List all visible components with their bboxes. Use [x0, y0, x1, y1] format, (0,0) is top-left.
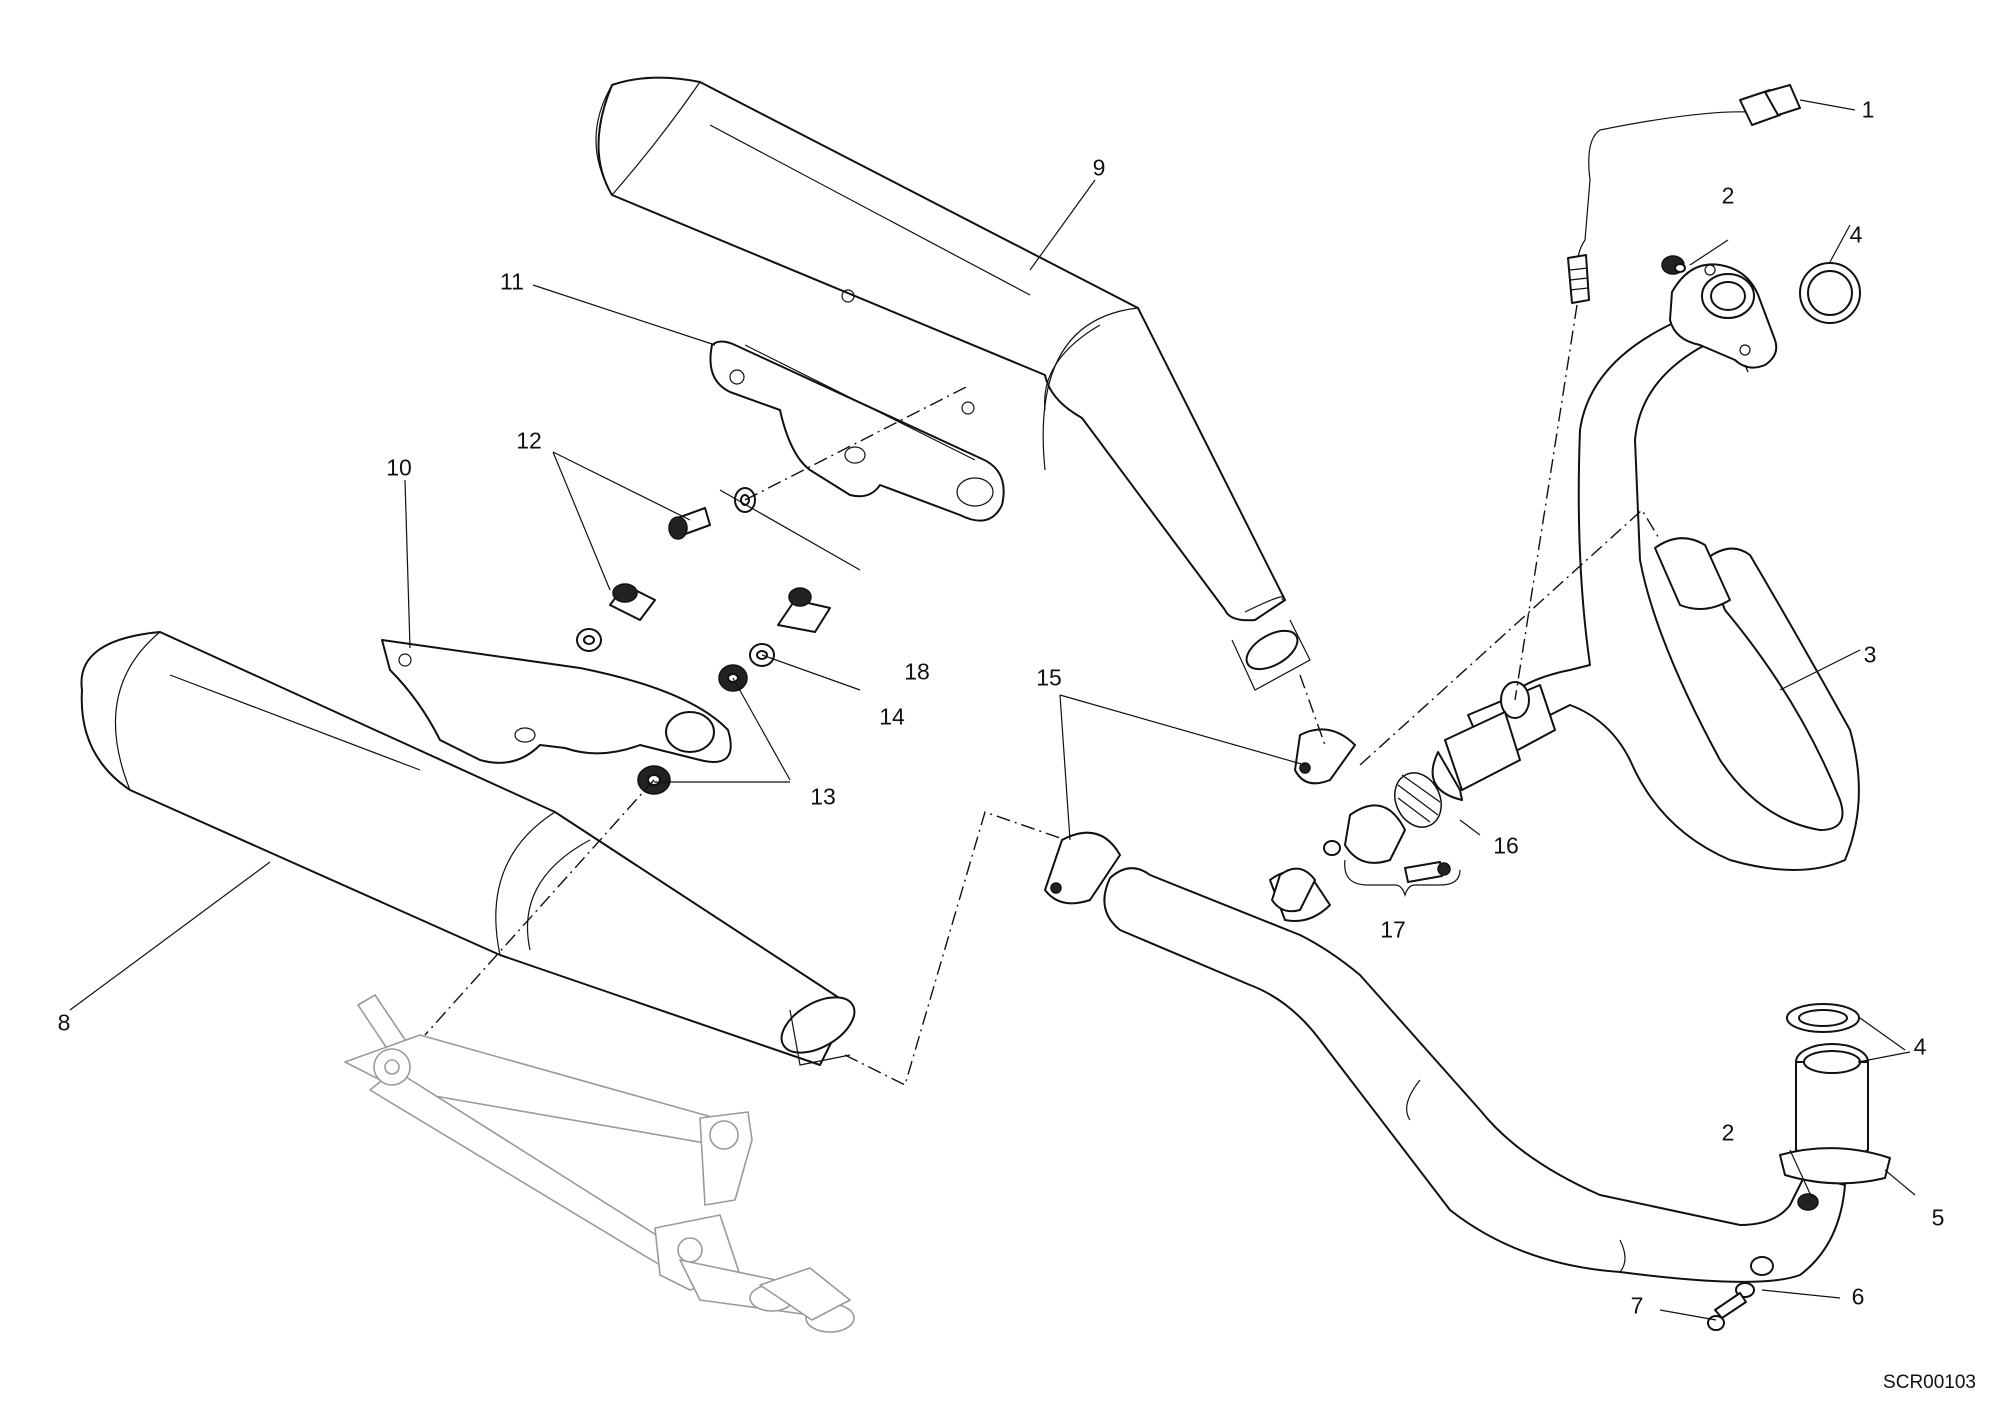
drawing-code: SCR00103 — [1883, 1372, 1976, 1393]
upper-silencer — [595, 76, 1311, 691]
lower-header-pipe — [1103, 867, 1891, 1331]
callout-3: 3 — [1863, 641, 1877, 668]
callout-14: 14 — [879, 703, 905, 730]
footpeg-bracket-ghost — [344, 994, 855, 1333]
callout-15: 15 — [1036, 664, 1062, 691]
assembly-lines — [424, 304, 1749, 1087]
callout-4-lower: 4 — [1913, 1033, 1927, 1060]
lower-bracket — [381, 639, 732, 764]
fasteners — [576, 487, 831, 795]
callout-10: 10 — [386, 454, 412, 481]
callout-7: 7 — [1630, 1292, 1644, 1319]
callout-17: 17 — [1380, 916, 1406, 943]
callout-12: 12 — [516, 427, 542, 454]
callout-2-lower: 2 — [1721, 1119, 1735, 1146]
callout-1: 1 — [1861, 96, 1875, 123]
leader-lines — [69, 99, 1916, 1321]
callout-18: 18 — [904, 658, 930, 685]
callout-11: 11 — [500, 268, 524, 295]
lower-silencer — [80, 631, 856, 1066]
oxygen-sensor — [1567, 84, 1801, 304]
callout-8: 8 — [57, 1009, 71, 1036]
callout-5: 5 — [1931, 1204, 1945, 1231]
callout-4-upper: 4 — [1849, 221, 1863, 248]
callout-2-upper: 2 — [1721, 182, 1735, 209]
callout-13: 13 — [810, 783, 836, 810]
upper-header-pipe — [1431, 255, 1861, 871]
upper-bracket — [709, 340, 1005, 522]
sleeve-assembly — [1271, 772, 1451, 913]
callout-9: 9 — [1092, 154, 1106, 181]
callout-16: 16 — [1493, 832, 1519, 859]
clamps — [1044, 728, 1356, 905]
callout-6: 6 — [1851, 1283, 1865, 1310]
